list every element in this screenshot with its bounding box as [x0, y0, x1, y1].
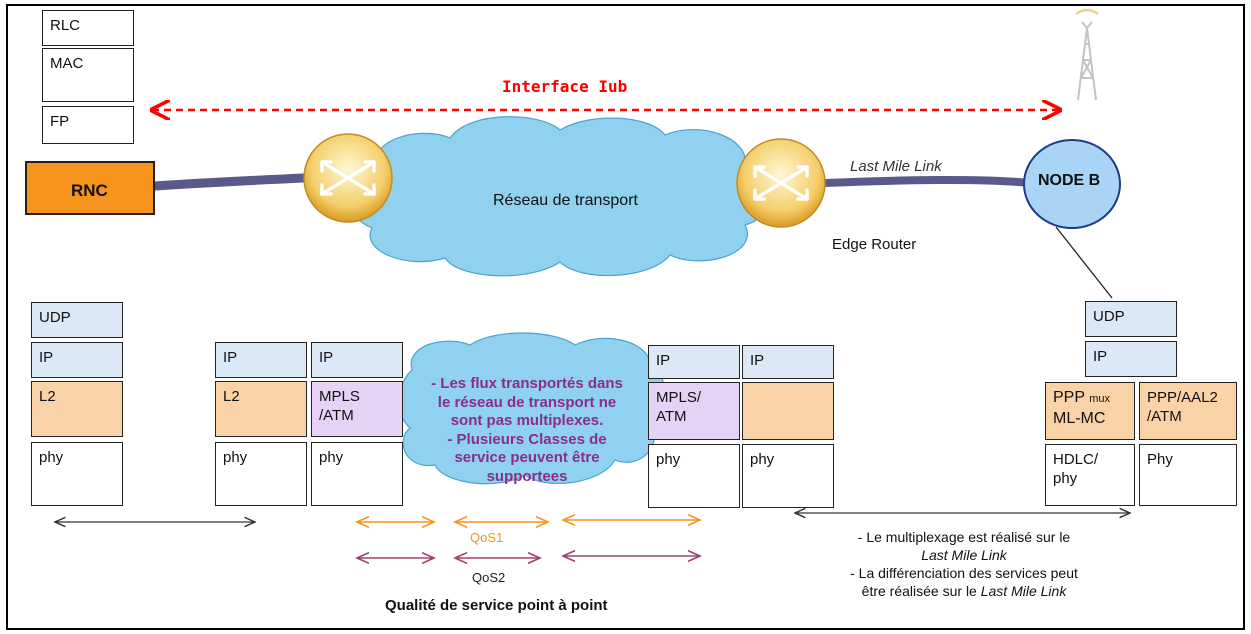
cloud-note: - Les flux transportés dans le réseau de…	[398, 375, 656, 486]
edge-left-mpls-box: MPLS /ATM	[311, 381, 403, 437]
edge-right-ip-box: IP	[648, 345, 740, 379]
node-b-label: NODE B	[1038, 172, 1101, 189]
rnc-l2-box: L2	[31, 381, 123, 437]
qos2-label: QoS2	[472, 570, 506, 585]
diagram-frame	[6, 4, 1245, 630]
last-mile-link-line	[821, 175, 1034, 187]
edge-right-b-l2-box	[742, 382, 834, 440]
qos-title: Qualité de service point à point	[385, 597, 608, 614]
rnc-box: RNC	[25, 161, 155, 215]
edge-left-ip-box: IP	[215, 342, 307, 378]
rnc-ip-box: IP	[31, 342, 123, 378]
cloud-note-line: - Les flux transportés dans	[431, 375, 623, 392]
cloud-note-line: le réseau de transport ne	[437, 393, 617, 411]
cloud-note-line: sont pas multiplexes.	[450, 412, 604, 429]
transport-network-label: Réseau de transport	[493, 192, 638, 209]
edge-right-phy-box: phy	[648, 444, 740, 508]
nodeb-stack-link	[1055, 226, 1113, 299]
mac-box: MAC	[42, 48, 134, 102]
nodeb-ppp-aal2-box: PPP/AAL2 /ATM	[1139, 382, 1237, 440]
interface-iub-label: Interface Iub	[502, 77, 628, 96]
edge-left-l2-box: L2	[215, 381, 307, 437]
note-line: - La différenciation des services peut	[850, 565, 1078, 581]
qos1-label: QoS1	[470, 530, 504, 545]
rlc-box: RLC	[42, 10, 134, 46]
antenna-tower-icon	[1075, 8, 1099, 101]
edge-right-b-ip-box: IP	[742, 345, 834, 379]
last-mile-link-label: Last Mile Link	[850, 158, 942, 175]
rnc-phy-box: phy	[31, 442, 123, 506]
edge-right-b-phy-box: phy	[742, 444, 834, 508]
node-b-ellipse	[1023, 139, 1121, 229]
nodeb-udp-box: UDP	[1085, 301, 1177, 337]
rnc-router-link	[150, 173, 308, 191]
cloud-note-line: - Plusieurs Classes de	[447, 430, 607, 448]
edge-left-phy-box: phy	[215, 442, 307, 506]
edge-left-b-phy-box: phy	[311, 442, 403, 506]
nodeb-ip-box: IP	[1085, 341, 1177, 377]
note-line: Last Mile Link	[921, 547, 1007, 563]
note-line: - Le multiplexage est réalisé sur le	[857, 529, 1071, 545]
cloud-note-line: service peuvent être	[454, 449, 600, 466]
fp-box: FP	[42, 106, 134, 144]
router-right-icon	[736, 138, 826, 228]
transport-cloud-bottom	[398, 332, 666, 485]
nodeb-hdlc-phy-box: HDLC/ phy	[1045, 444, 1135, 506]
transport-cloud-top	[350, 116, 772, 277]
last-mile-note: - Le multiplexage est réalisé sur le Las…	[804, 528, 1124, 600]
edge-router-label: Edge Router	[832, 236, 917, 253]
rnc-udp-box: UDP	[31, 302, 123, 338]
note-line: être réalisée sur le Last Mile Link	[861, 583, 1067, 599]
cloud-note-line: supportees	[486, 467, 568, 485]
edge-left-b-ip-box: IP	[311, 342, 403, 378]
nodeb-phy-box: Phy	[1139, 444, 1237, 506]
router-left-icon	[303, 133, 393, 223]
edge-right-mpls-box: MPLS/ ATM	[648, 382, 740, 440]
